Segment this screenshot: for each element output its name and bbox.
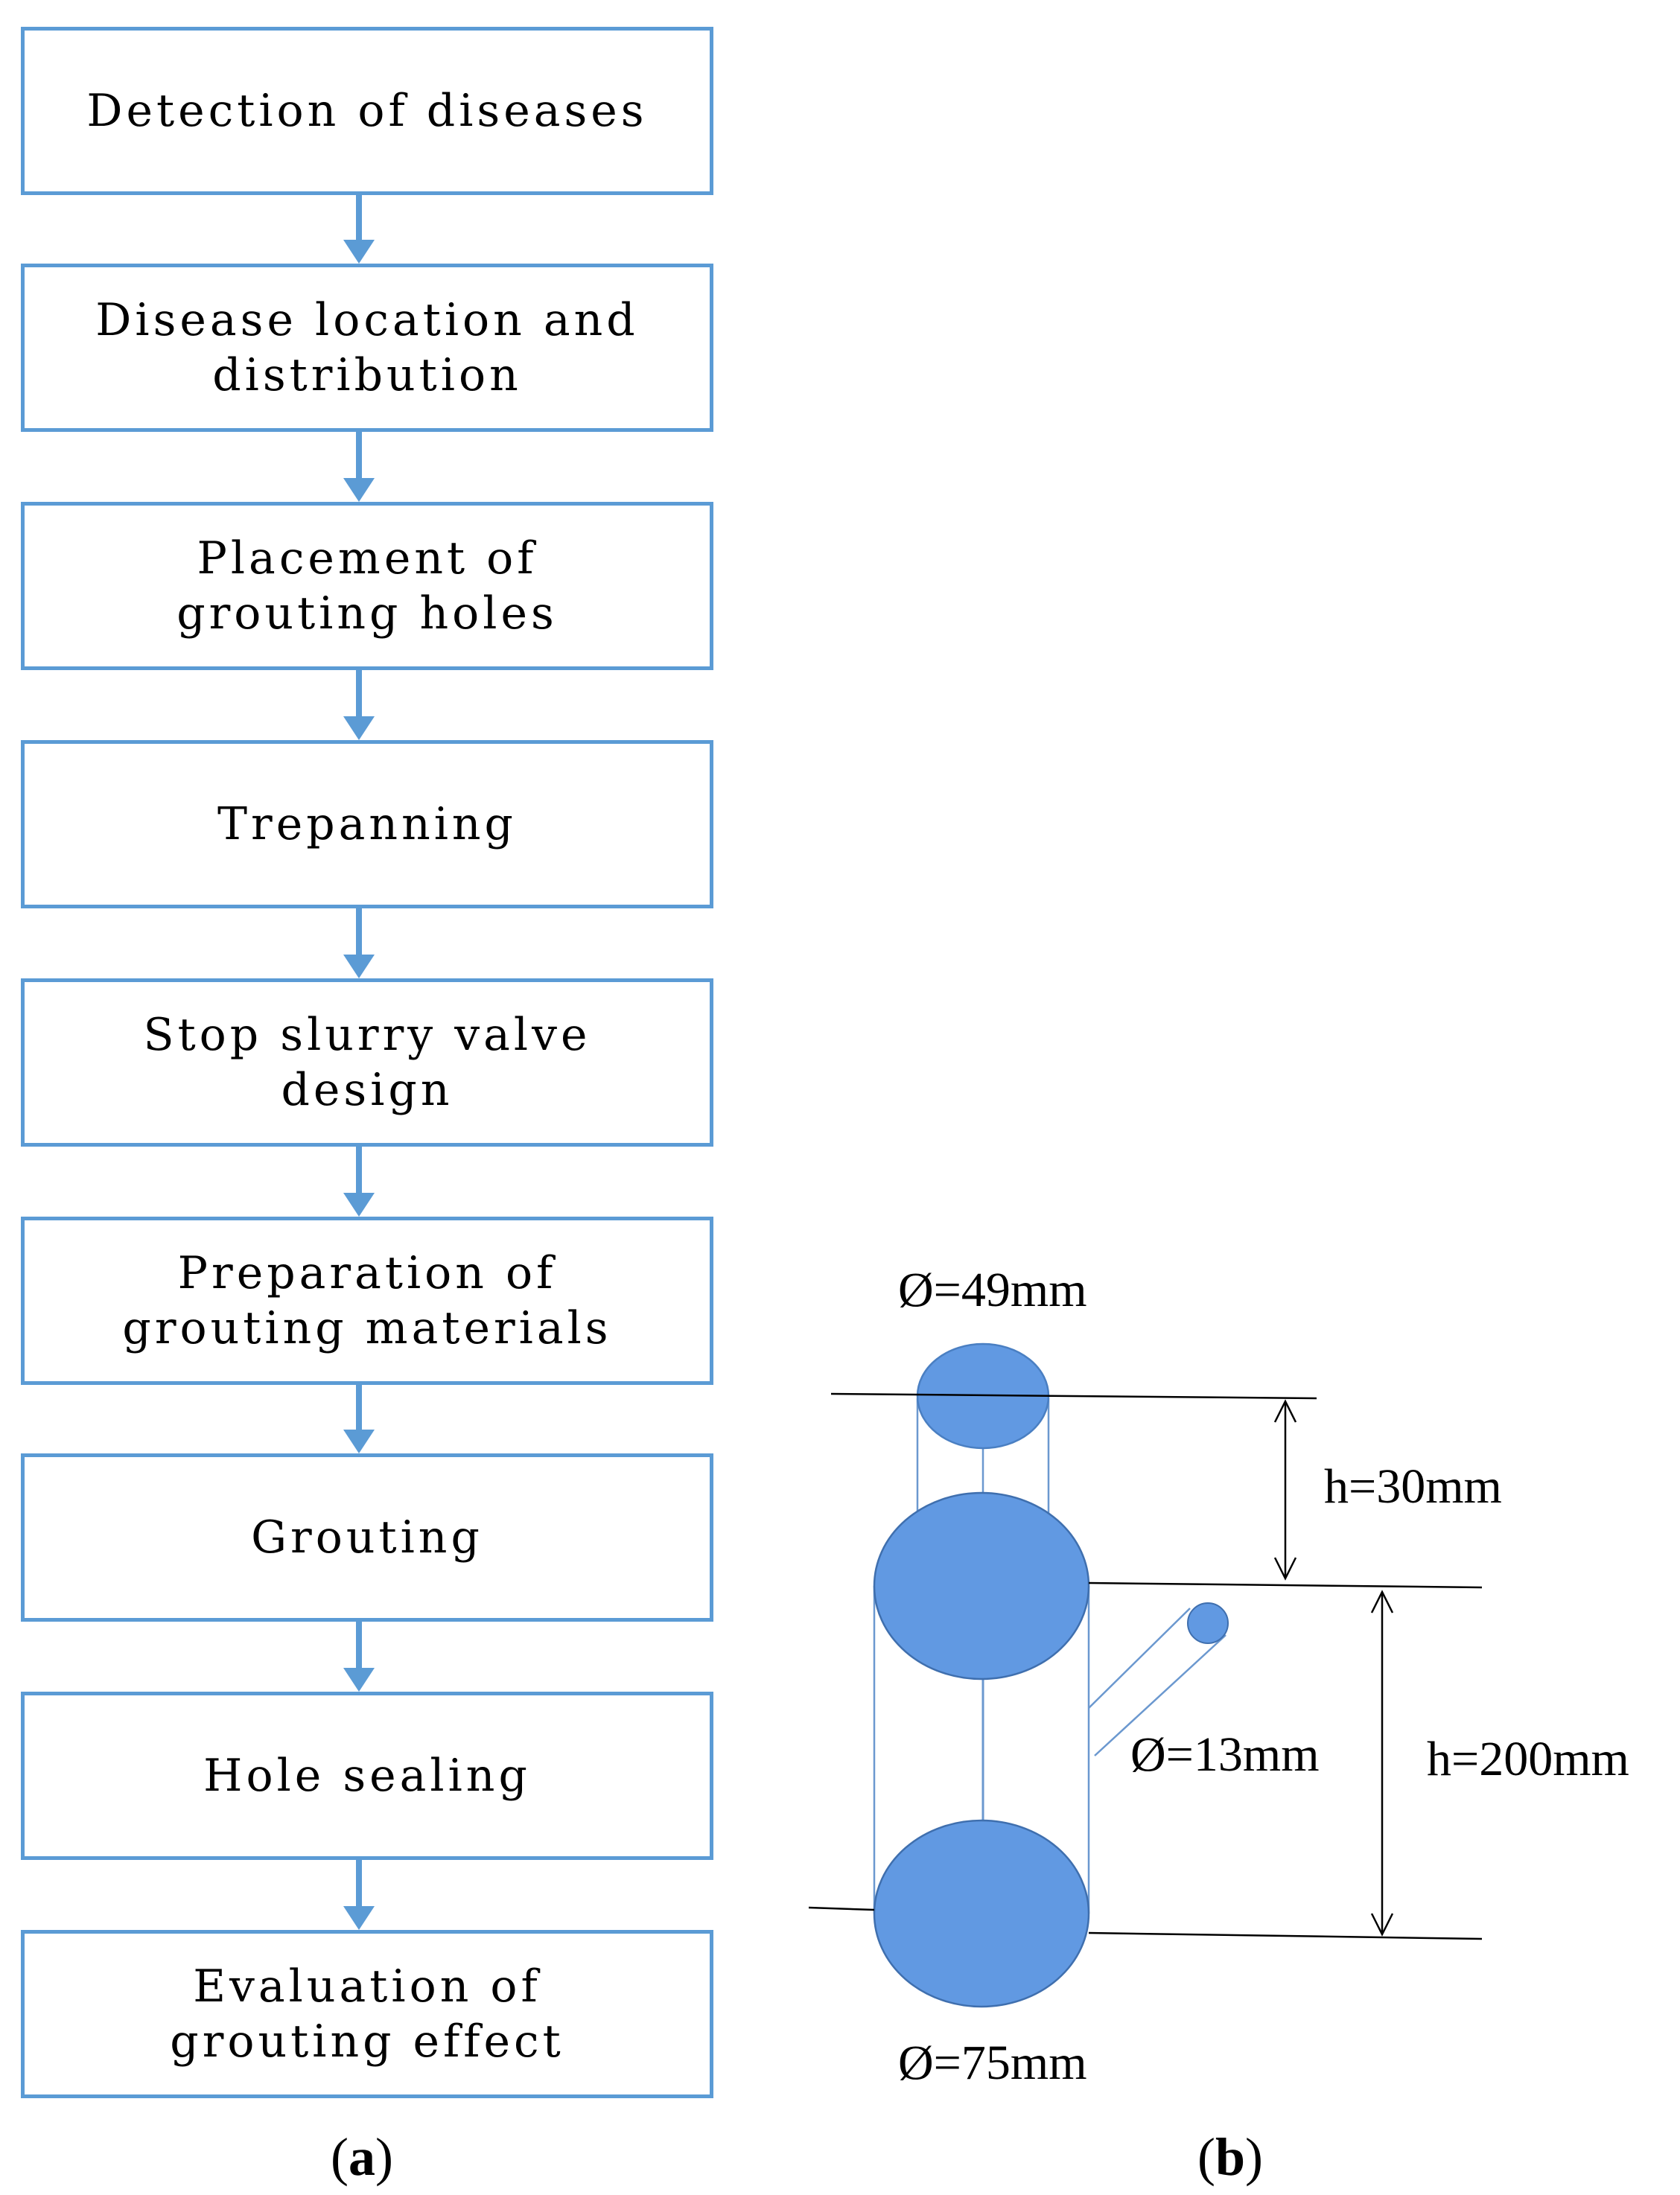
step-detection-box: Detection of diseases (21, 27, 713, 195)
arrow-down-icon (343, 1860, 375, 1930)
top-diameter-label: Ø=49mm (898, 1263, 1087, 1317)
step-label: Grouting (251, 1511, 483, 1564)
step-label: Placement of grouting holes (176, 532, 558, 640)
arrow-down-icon (343, 670, 375, 740)
top-height-label: h=30mm (1324, 1459, 1502, 1514)
step-label: Stop slurry valve design (143, 1009, 591, 1116)
step-evaluation-box: Evaluation of grouting effect (21, 1930, 713, 2098)
body-height-label: h=200mm (1427, 1732, 1629, 1786)
arrow-down-icon (343, 432, 375, 502)
step-sealing-box: Hole sealing (21, 1692, 713, 1860)
step-grouting-box: Grouting (21, 1453, 713, 1622)
arrow-down-icon (343, 1622, 375, 1692)
body-bottom-shape (873, 1819, 1090, 2008)
side-diameter-label: Ø=13mm (1130, 1727, 1320, 1782)
step-label: Evaluation of grouting effect (170, 1960, 564, 2068)
side-hole-shape (1187, 1602, 1229, 1644)
step-label: Preparation of grouting materials (122, 1247, 612, 1354)
arrow-down-icon (343, 1147, 375, 1217)
step-valve-design-box: Stop slurry valve design (21, 978, 713, 1147)
subfigure-label-a: (a) (331, 2127, 393, 2187)
arrow-down-icon (343, 195, 375, 264)
arrow-down-icon (343, 908, 375, 978)
step-label: Trepanning (217, 798, 517, 850)
step-location-box: Disease location and distribution (21, 264, 713, 432)
step-label: Disease location and distribution (95, 294, 639, 401)
bottom-diameter-label: Ø=75mm (898, 2036, 1087, 2090)
step-placement-box: Placement of grouting holes (21, 502, 713, 670)
body-top-shape (873, 1491, 1090, 1681)
subfigure-label-b: (b) (1197, 2127, 1264, 2187)
step-trepanning-box: Trepanning (21, 740, 713, 908)
step-label: Detection of diseases (86, 85, 648, 137)
arrow-down-icon (343, 1385, 375, 1453)
step-materials-box: Preparation of grouting materials (21, 1217, 713, 1385)
step-label: Hole sealing (203, 1750, 531, 1802)
